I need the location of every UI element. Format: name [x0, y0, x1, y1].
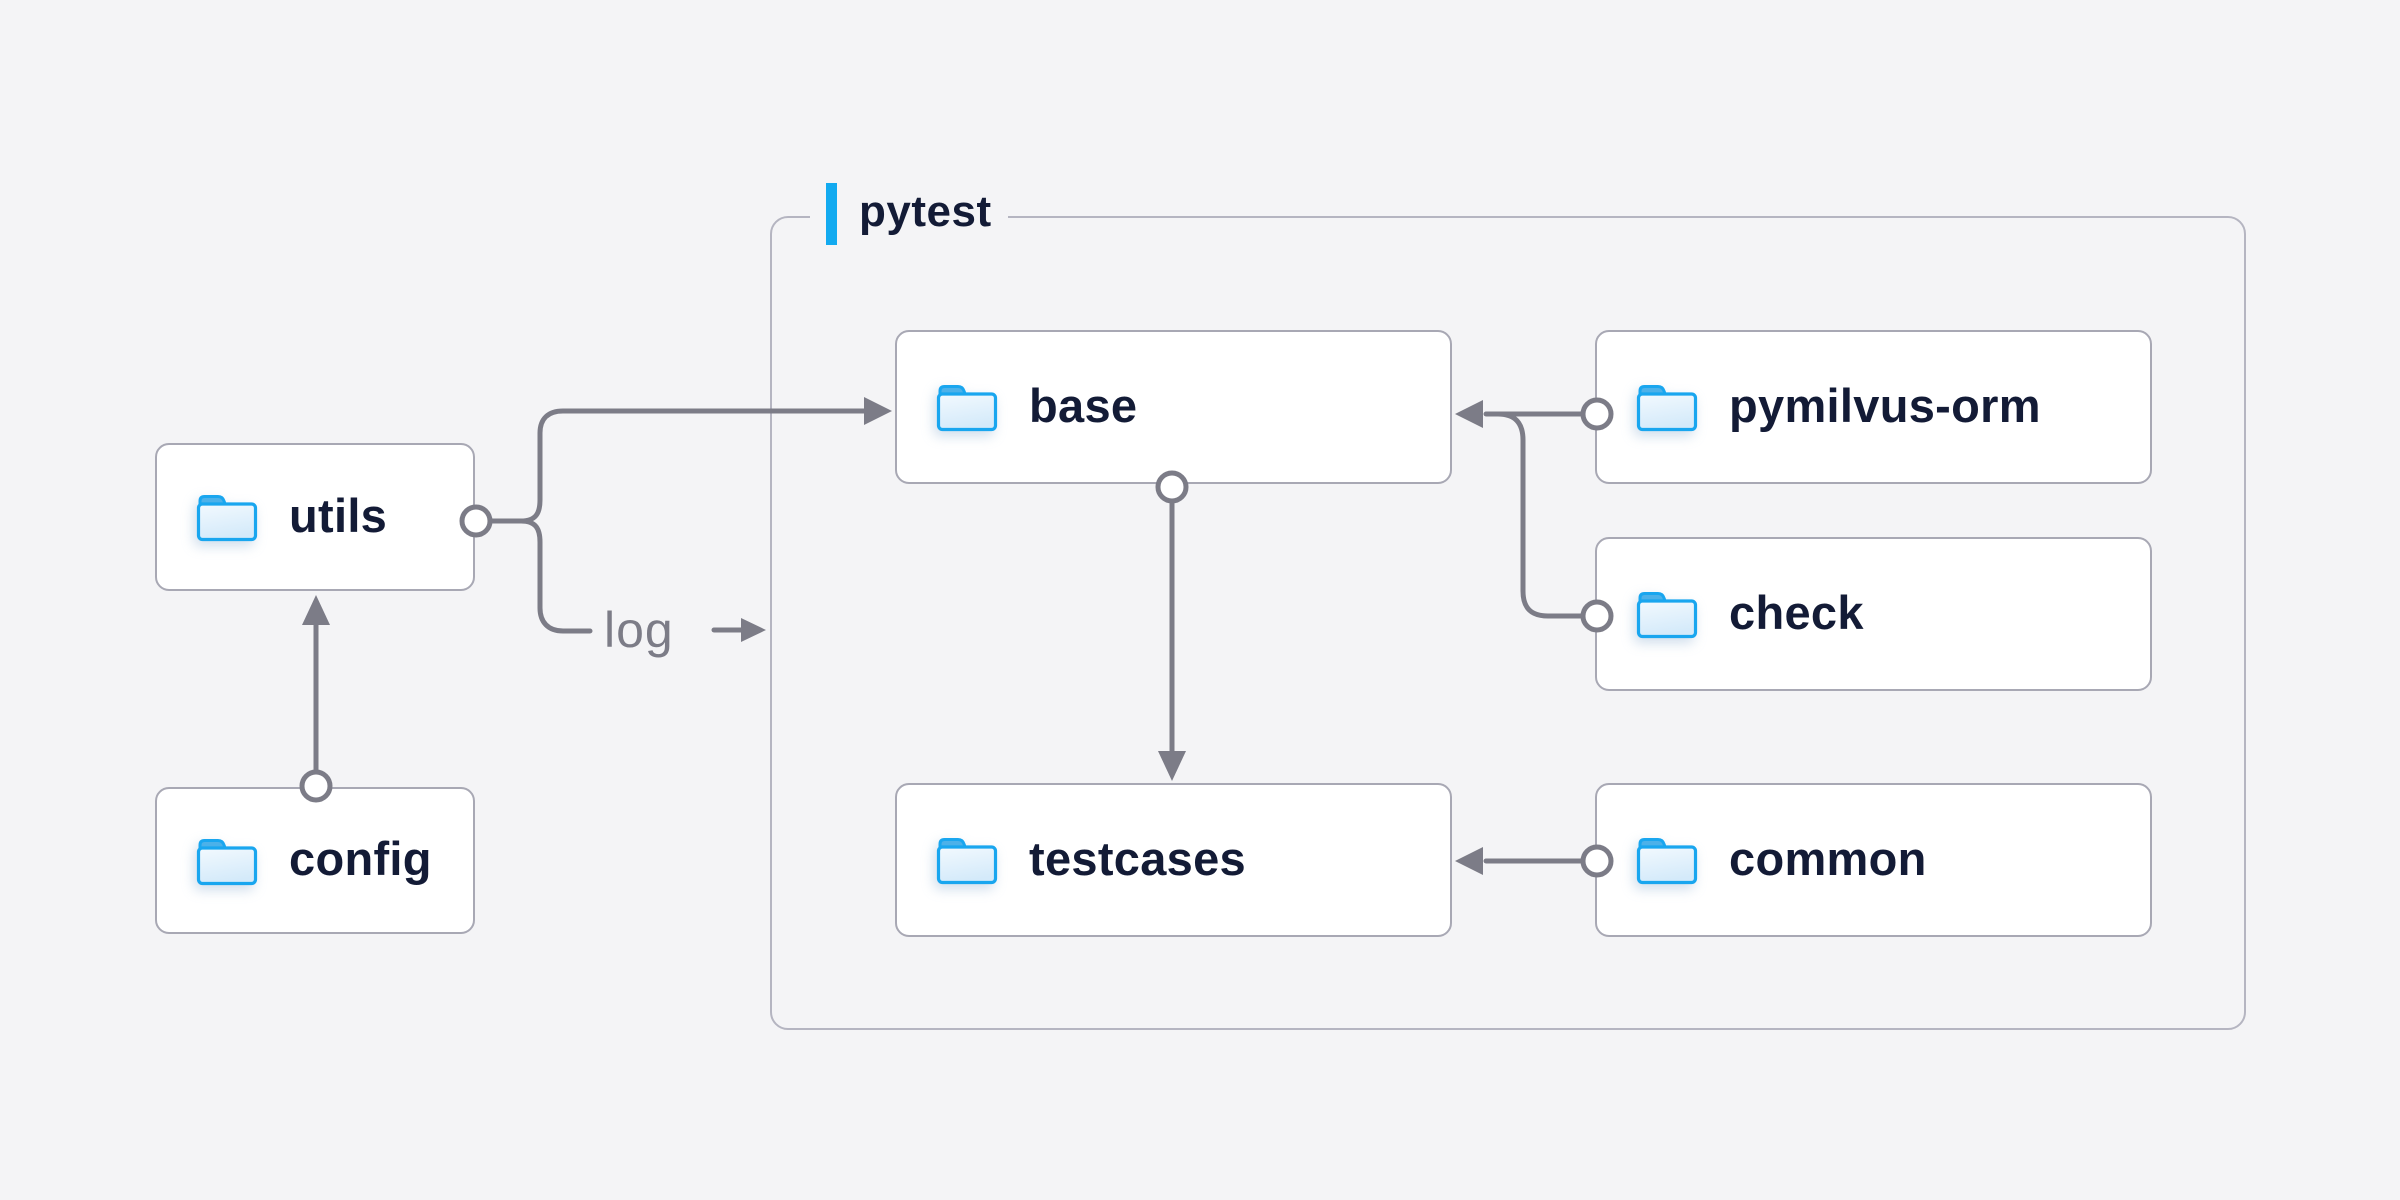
- edge-utils-log: [518, 518, 593, 634]
- pytest-group-border: [770, 216, 2246, 1030]
- node-label: config: [289, 832, 432, 885]
- arrowhead-log: [741, 618, 766, 642]
- node-label: check: [1729, 585, 1864, 639]
- node-config: config: [155, 787, 475, 934]
- pytest-group-label: pytest: [810, 183, 1008, 245]
- node-label: common: [1729, 831, 1927, 885]
- node-label: base: [1029, 378, 1138, 432]
- node-testcases: testcases: [895, 783, 1452, 937]
- edge-label-log: log: [604, 602, 674, 658]
- arrowhead-up: [302, 595, 330, 625]
- node-label: utils: [289, 488, 388, 542]
- accent-bar-icon: [826, 183, 837, 245]
- folder-icon: [196, 838, 258, 885]
- node-label: pymilvus-orm: [1729, 378, 2041, 432]
- node-utils: utils: [155, 443, 475, 591]
- folder-icon: [936, 384, 998, 432]
- node-pymilvus-orm: pymilvus-orm: [1595, 330, 2152, 484]
- group-title: pytest: [859, 187, 992, 236]
- node-label: testcases: [1029, 831, 1246, 885]
- folder-icon: [196, 494, 258, 542]
- folder-icon: [936, 837, 998, 885]
- node-check: check: [1595, 537, 2152, 691]
- node-common: common: [1595, 783, 2152, 937]
- folder-icon: [1636, 591, 1698, 639]
- folder-icon: [1636, 837, 1698, 885]
- folder-icon: [1636, 384, 1698, 432]
- node-base: base: [895, 330, 1452, 484]
